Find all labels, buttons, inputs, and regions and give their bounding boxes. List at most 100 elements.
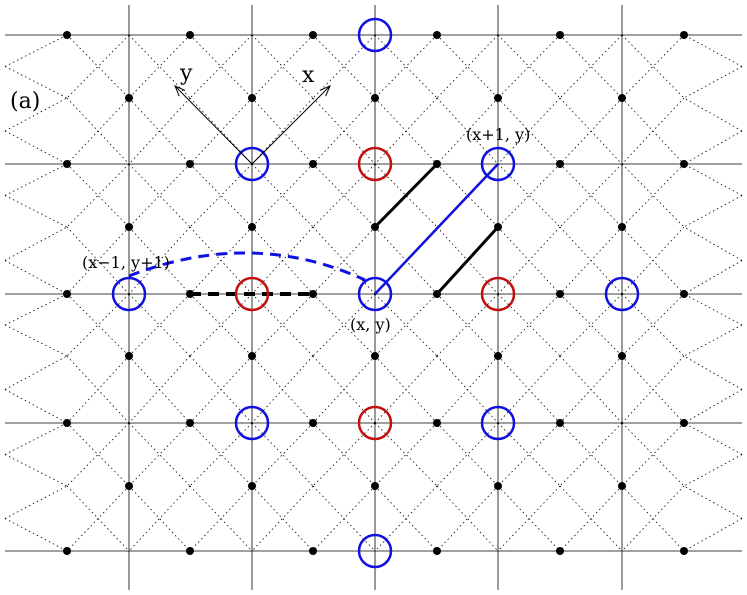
site-circle-red [357,405,393,441]
dotted-diagonal [128,34,191,99]
dotted-diagonal [251,355,314,424]
lattice-site-dot [618,352,626,360]
bond-black-lower [435,225,500,296]
lattice-site-dot [556,419,564,427]
dotted-diagonal [374,97,438,165]
dotted-diagonal [4,130,68,165]
dotted-diagonal [251,97,314,165]
lattice-site-dot [680,31,688,39]
square-grid-lines [5,5,742,590]
dotted-diagonal [66,293,130,357]
site-circle-blue [357,17,393,53]
dotted-diagonal [4,355,68,390]
y-axis-label: y [179,61,193,86]
site-circle-blue [234,146,270,182]
dotted-diagonal [559,485,623,552]
lattice-site-dot [186,290,194,298]
lattice-site-dot [309,290,317,298]
dotted-diagonal [621,226,685,295]
lattice-site-dot [63,160,71,168]
dotted-diagonal [251,293,314,357]
dotted-diagonal [497,293,561,357]
dotted-diagonal [128,163,191,228]
dotted-diagonal [621,355,685,424]
dotted-diagonal [374,422,438,487]
dotted-diagonal [436,422,499,487]
dotted-diagonal [189,422,253,487]
dotted-diagonal [683,454,743,487]
lattice-site-dot [63,547,71,555]
site-circle-red [480,276,516,312]
dotted-diagonal [683,34,743,67]
dotted-diagonal [374,485,438,552]
dotted-diagonal [436,97,499,165]
dotted-diagonal [559,422,623,487]
dotted-diagonal [312,97,376,165]
dotted-diagonal [559,163,623,228]
dotted-diagonal [559,355,623,424]
dotted-diagonal [66,422,130,487]
dotted-diagonal [683,324,743,357]
lattice-site-dot [248,352,256,360]
dotted-diagonal [189,34,253,99]
site-label-center: (x, y) [350,315,391,334]
lattice-site-dot [371,94,379,102]
site-label-left: (x−1, y+1) [82,253,170,272]
dotted-diagonal [312,163,376,228]
dotted-diagonal [621,293,685,357]
dotted-diagonal [251,485,314,552]
dotted-diagonal [374,34,438,99]
dotted-diagonal [683,163,743,196]
x-axis-label: x [302,63,315,88]
site-circle-blue [111,276,147,312]
dotted-diagonal [621,485,685,552]
dotted-diagonal [559,34,623,99]
dotted-diagonal [4,518,68,552]
dotted-diagonal [312,355,376,424]
dotted-diagonal [189,163,253,228]
lattice-site-dot [433,419,441,427]
dotted-diagonal [436,163,499,228]
site-circle-blue [480,146,516,182]
dotted-diagonal [374,293,438,357]
dotted-diagonal [66,293,130,357]
dotted-diagonal [497,485,561,552]
dotted-diagonal [436,293,499,357]
dotted-diagonal [497,97,561,165]
dotted-diagonal [128,97,191,165]
lattice-site-dot [63,31,71,39]
dotted-diagonal [189,293,253,357]
site-circle-red [234,276,270,312]
dotted-diagonal [66,163,130,228]
dotted-diagonal [128,293,191,357]
lattice-site-dot [556,290,564,298]
dotted-diagonal [128,485,191,552]
lattice-site-dot [63,419,71,427]
dotted-diagonal [66,485,130,552]
y-axis-arrow-shaft [174,85,253,165]
dotted-diagonal [436,293,499,357]
dotted-diagonal [128,226,191,295]
dotted-diagonal [436,34,499,99]
y-axis-arrow-head [174,85,186,97]
dotted-diagonal [374,293,438,357]
dotted-diagonal [497,422,561,487]
dotted-diagonal [683,226,743,261]
dotted-diagonal [621,97,685,165]
dotted-diagonal [128,422,191,487]
dotted-diagonal [251,97,314,165]
lattice-site-dot [680,419,688,427]
dotted-diagonal [251,163,314,228]
dotted-diagonal [66,355,130,424]
dotted-diagonal [251,163,314,228]
dotted-diagonal [621,422,685,487]
lattice-site-dot [680,160,688,168]
dotted-diagonal [497,485,561,552]
dotted-diagonal [128,485,191,552]
dotted-diagonal [374,163,438,228]
lattice-site-dot [494,223,502,231]
lattice-site-dot [371,482,379,490]
dotted-diagonal [312,34,376,99]
dotted-diagonal [683,422,743,455]
dotted-diagonal [4,324,68,357]
